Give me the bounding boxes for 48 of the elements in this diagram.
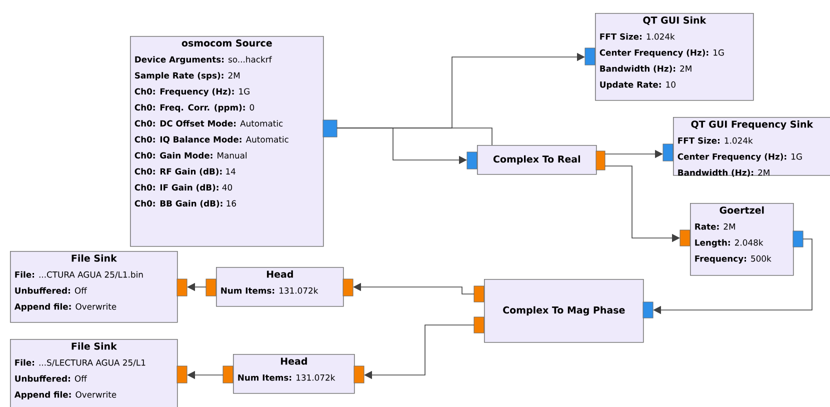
- block-title: QT GUI Frequency Sink: [691, 120, 814, 130]
- block-box: [130, 36, 324, 247]
- property-text: Ch0: IQ Balance Mode: Automatic: [134, 136, 288, 144]
- property-text: Ch0: Frequency (Hz): 1G: [134, 88, 250, 96]
- block-title: Complex To Mag Phase: [503, 306, 625, 316]
- property-text: Frequency: 500k: [695, 255, 772, 264]
- block-title: osmocom Source: [182, 39, 272, 47]
- property-text: Unbuffered: Off: [15, 375, 88, 382]
- property-text: Ch0: BB Gain (dB): 16: [134, 200, 236, 208]
- block-box: [10, 339, 178, 407]
- block-box: [673, 117, 830, 177]
- block-box: [477, 145, 597, 175]
- property-text: Ch0: RF Gain (dB): 14: [134, 168, 236, 176]
- property-text: FFT Size: 1.024k: [678, 137, 753, 144]
- block-title: Complex To Real: [493, 155, 580, 164]
- property-text: Ch0: IF Gain (dB): 40: [134, 184, 232, 192]
- block-title: File Sink: [72, 342, 118, 350]
- property-text: Ch0: Gain Mode: Manual: [134, 152, 246, 159]
- property-text: Sample Rate (sps): 2M: [135, 72, 240, 80]
- property-text: Update Rate: 10: [600, 81, 676, 90]
- property-text: File: ...CTURA AGUA 25/L1.bin: [15, 271, 143, 278]
- property-text: Length: 2.048k: [695, 239, 764, 248]
- property-text: Append file: Overwrite: [14, 391, 116, 400]
- property-text: FFT Size: 1.024k: [600, 33, 675, 40]
- property-text: Center Frequency (Hz): 1G: [678, 153, 802, 162]
- block-title: Goertzel: [720, 206, 764, 214]
- property-text: Center Frequency (Hz): 1G: [600, 49, 724, 58]
- block-title: File Sink: [72, 254, 118, 262]
- property-text: File: ...S/LECTURA AGUA 25/L1: [15, 359, 146, 366]
- property-text: Bandwidth (Hz): 2M: [678, 169, 770, 177]
- property-text: Unbuffered: Off: [15, 287, 88, 294]
- property-text: Num Items: 131.072k: [221, 287, 318, 294]
- block-title: QT GUI Sink: [643, 16, 706, 25]
- block-box: [10, 251, 178, 323]
- block-box: [484, 279, 644, 343]
- property-text: Bandwidth (Hz): 2M: [600, 65, 692, 73]
- property-text: Ch0: Freq. Corr. (ppm): 0: [134, 104, 254, 112]
- property-text: Device Arguments: so...hackrf: [135, 56, 272, 64]
- block-box: [216, 267, 344, 307]
- property-text: Ch0: DC Offset Mode: Automatic: [134, 120, 283, 127]
- property-text: Num Items: 131.072k: [238, 374, 336, 381]
- property-text: Append file: Overwrite: [14, 303, 116, 312]
- block-box: [233, 354, 355, 394]
- block-title: Head: [280, 357, 307, 365]
- property-text: Rate: 2M: [695, 223, 735, 230]
- block-box: [595, 13, 754, 101]
- block-title: Head: [266, 270, 293, 278]
- block-box: [690, 203, 794, 276]
